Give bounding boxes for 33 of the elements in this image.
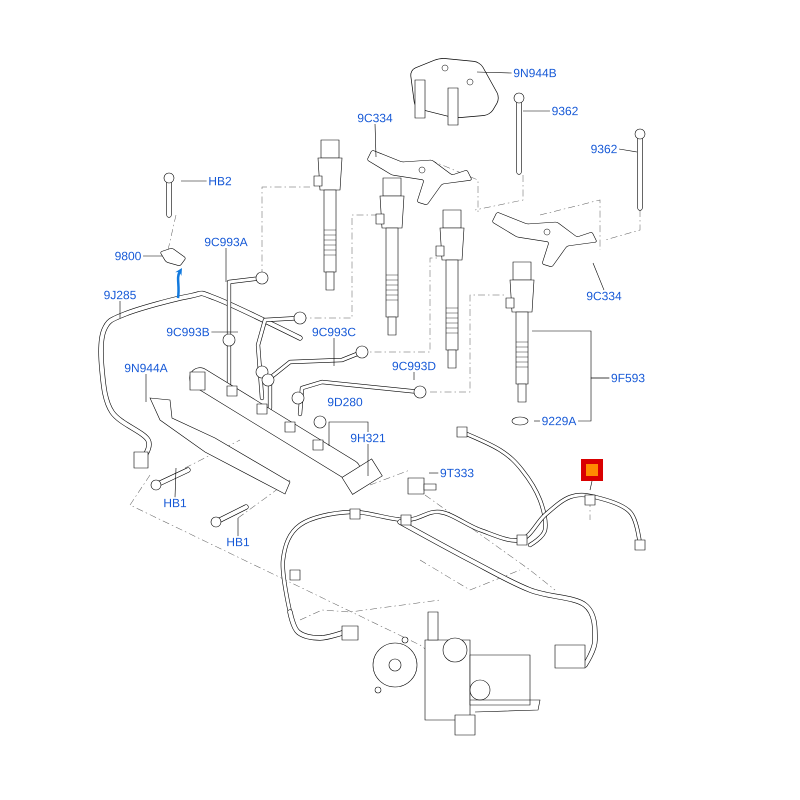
leader-line: [534, 420, 540, 422]
callout-number: 9F593: [612, 374, 644, 382]
callout-number: HB1: [164, 498, 186, 508]
leader-line: [374, 124, 376, 158]
callout-number: 9N944A: [124, 364, 168, 372]
callout-number: HB2: [209, 176, 232, 186]
callout-number: 9C993B: [166, 328, 210, 336]
callout-number: 9J285: [104, 290, 136, 300]
callout-number: 9T333: [440, 468, 474, 478]
callout-number: 9229A: [542, 416, 576, 426]
callout-number: 9C334: [586, 292, 622, 300]
callout-number: 9H321: [350, 434, 386, 442]
callout-number: 9C334: [358, 114, 392, 122]
highlight-marker: [581, 459, 603, 481]
callout-number: 9N944B: [514, 68, 556, 78]
callout-number: 9800: [115, 252, 141, 260]
leader-line: [180, 180, 207, 182]
callout-number: 9C993A: [204, 238, 248, 246]
callout-number: 9C993C: [312, 328, 356, 336]
leader-line: [590, 480, 592, 490]
callout-number: 9362: [591, 144, 617, 154]
callout-number: 9362: [552, 106, 578, 116]
callout-number: 9D280: [328, 398, 362, 406]
leader-line: [174, 468, 176, 498]
leader-line: [578, 378, 610, 422]
leader-line: [328, 422, 368, 446]
leader-line: [618, 148, 638, 152]
callout-number: HB1: [227, 538, 250, 546]
leader-line: [592, 262, 604, 290]
callout-number: 9C993D: [392, 362, 436, 370]
leader-line: [428, 472, 439, 474]
leader-line: [522, 110, 550, 112]
leader-line: [476, 72, 512, 74]
